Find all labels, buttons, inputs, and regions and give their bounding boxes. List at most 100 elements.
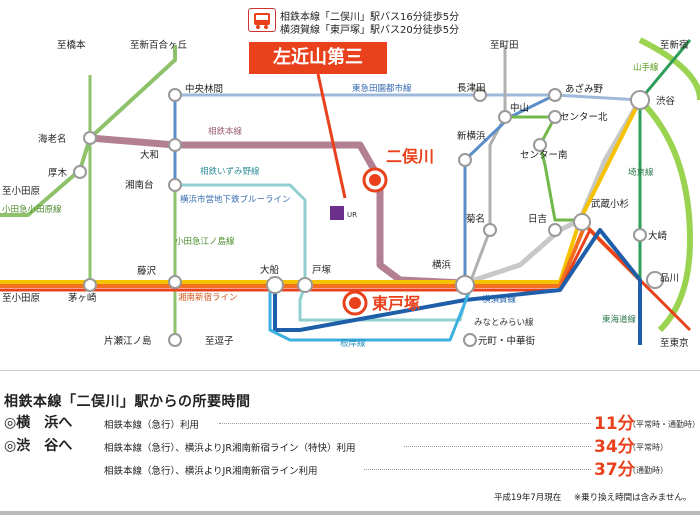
station-yamato[interactable] bbox=[168, 138, 182, 152]
label-tokyo-dir: 至東京 bbox=[660, 337, 689, 349]
station-kikuna[interactable] bbox=[483, 223, 497, 237]
label-hashimoto-dir: 至橋本 bbox=[57, 39, 86, 51]
travel-route: 相鉄本線（急行）、横浜よりJR湘南新宿ライン利用 bbox=[104, 466, 318, 477]
odakyu-odawara-line bbox=[0, 45, 177, 217]
station-center-minami[interactable] bbox=[533, 138, 547, 152]
yamanote-line bbox=[637, 37, 700, 333]
toyoko-line bbox=[464, 98, 643, 286]
label-center-minami: センター南 bbox=[520, 149, 568, 161]
station-nagatsuta[interactable] bbox=[473, 88, 487, 102]
label-kikuna: 菊名 bbox=[466, 213, 485, 225]
label-ebina: 海老名 bbox=[38, 133, 67, 145]
ur-logo-text: UR bbox=[347, 211, 357, 219]
label-center-kita: センター北 bbox=[560, 112, 608, 123]
label-shonandai: 湘南台 bbox=[125, 179, 154, 191]
station-higashi-totsuka-dot bbox=[349, 297, 361, 309]
label-line-shonan-shinjuku: 湘南新宿ライン bbox=[178, 292, 238, 303]
label-shinagawa: 品川 bbox=[660, 273, 679, 284]
label-fujisawa: 藤沢 bbox=[137, 265, 157, 277]
travel-time-note: （通勤時） bbox=[628, 466, 668, 475]
bus-note-2: 横須賀線「東戸塚」駅バス20分徒歩5分 bbox=[280, 25, 460, 36]
label-line-yamanote: 山手線 bbox=[633, 62, 659, 73]
label-zushi-dir: 至逗子 bbox=[205, 336, 234, 347]
label-totsuka: 戸塚 bbox=[312, 265, 332, 276]
label-line-odakyu-enoshima: 小田急江ノ島線 bbox=[175, 236, 235, 247]
station-shonandai[interactable] bbox=[168, 178, 182, 192]
station-nakayama[interactable] bbox=[498, 110, 512, 124]
travel-time-note: （平常時・通勤時） bbox=[628, 420, 700, 429]
shonan-shinjuku-line bbox=[0, 221, 642, 288]
travel-time-note: （平常時） bbox=[628, 443, 668, 452]
den-en-toshi-line bbox=[175, 93, 641, 102]
label-ofuna: 大船 bbox=[260, 264, 280, 276]
route-map: UR 至橋本 至新百合ヶ丘 至町田 至新宿 中央林間 長津田 あざみ野 渋谷 海… bbox=[0, 37, 700, 349]
label-line-blue: 横浜市営地下鉄ブルーライン bbox=[180, 194, 291, 205]
travel-route: 相鉄本線（急行）利用 bbox=[104, 420, 200, 431]
travel-row: ◎渋 谷へ 相鉄本線（急行）、横浜よりJR湘南新宿ライン（特快）利用 34分 （… bbox=[4, 435, 698, 457]
label-line-odakyu-odawara: 小田急小田原線 bbox=[2, 204, 62, 215]
station-futamatagawa-dot bbox=[369, 174, 381, 186]
label-line-den-en-toshi: 東急田園都市線 bbox=[352, 83, 412, 94]
label-atsugi: 厚木 bbox=[48, 167, 68, 179]
travel-dest: ◎横 浜へ bbox=[4, 415, 73, 431]
label-odawara-dir-1: 至小田原 bbox=[2, 186, 40, 197]
travel-time: 11分 bbox=[594, 414, 635, 434]
label-line-tokaido: 東海道線 bbox=[602, 314, 637, 325]
travel-route: 相鉄本線（急行）、横浜よりJR湘南新宿ライン（特快）利用 bbox=[104, 443, 356, 454]
bus-icon-svg bbox=[254, 13, 270, 29]
label-shin-yurigaoka-dir: 至新百合ヶ丘 bbox=[130, 39, 188, 51]
label-higashi-totsuka: 東戸塚 bbox=[372, 294, 420, 313]
footer-note: ※乗り換え時間は含みません。 bbox=[574, 493, 692, 503]
station-katase-enoshima[interactable] bbox=[168, 333, 182, 347]
label-musashi-kosugi: 武蔵小杉 bbox=[591, 198, 630, 210]
label-nagatsuta: 長津田 bbox=[457, 83, 486, 94]
station-nodes bbox=[73, 88, 664, 347]
station-shibuya[interactable] bbox=[630, 90, 650, 110]
station-ohsaki[interactable] bbox=[633, 228, 647, 242]
label-shin-yokohama: 新横浜 bbox=[457, 130, 486, 142]
tokaido-line bbox=[0, 99, 642, 284]
label-shibuya: 渋谷 bbox=[656, 95, 676, 107]
divider bbox=[0, 370, 700, 371]
saikyo-line bbox=[638, 39, 692, 280]
label-yamato: 大和 bbox=[140, 149, 159, 161]
travel-row: 相鉄本線（急行）、横浜よりJR湘南新宿ライン利用 37分 （通勤時） bbox=[4, 458, 698, 480]
station-totsuka[interactable] bbox=[297, 277, 313, 293]
label-katase-enoshima: 片瀬江ノ島 bbox=[104, 335, 152, 347]
leader-dots bbox=[404, 446, 591, 447]
travel-row: ◎横 浜へ 相鉄本線（急行）利用 11分 （平常時・通勤時） bbox=[4, 412, 700, 434]
label-line-yokosuka: 横須賀線 bbox=[482, 294, 517, 305]
bus-note-1: 相鉄本線「二俣川」駅バス16分徒歩5分 bbox=[280, 12, 460, 23]
station-hiyoshi[interactable] bbox=[548, 223, 562, 237]
station-ofuna[interactable] bbox=[266, 276, 284, 294]
station-chigasaki[interactable] bbox=[83, 278, 97, 292]
station-shinagawa[interactable] bbox=[646, 271, 664, 289]
station-center-kita[interactable] bbox=[548, 110, 562, 124]
station-motomachi[interactable] bbox=[463, 333, 477, 347]
station-atsugi[interactable] bbox=[73, 165, 87, 179]
station-ebina[interactable] bbox=[83, 131, 97, 145]
station-yokohama[interactable] bbox=[455, 275, 475, 295]
leader-dots bbox=[364, 469, 591, 470]
station-chuo-rinkan[interactable] bbox=[168, 88, 182, 102]
station-azamino[interactable] bbox=[548, 88, 562, 102]
yokosuka-line bbox=[273, 228, 642, 345]
station-shin-yokohama[interactable] bbox=[458, 153, 472, 167]
label-shinjuku-dir: 至新宿 bbox=[660, 39, 689, 51]
site-pointer-line bbox=[316, 73, 347, 199]
label-hiyoshi: 日吉 bbox=[528, 214, 547, 225]
bus-icon bbox=[248, 8, 276, 32]
blue-line-2 bbox=[463, 93, 556, 283]
label-line-minatomirai: みなとみらい線 bbox=[474, 317, 534, 328]
station-musashi-kosugi[interactable] bbox=[573, 213, 591, 231]
leader-dots bbox=[219, 423, 591, 424]
label-line-sotetsu: 相鉄本線 bbox=[208, 126, 243, 137]
label-nakayama: 中山 bbox=[510, 102, 529, 114]
green-line bbox=[505, 115, 580, 222]
travel-time: 34分 bbox=[594, 437, 635, 457]
travel-dest: ◎渋 谷へ bbox=[4, 438, 73, 454]
label-ohsaki: 大崎 bbox=[648, 230, 668, 242]
site-name-label: 左近山第三 bbox=[249, 42, 387, 74]
label-machida-dir: 至町田 bbox=[490, 40, 519, 51]
station-fujisawa[interactable] bbox=[168, 275, 182, 289]
